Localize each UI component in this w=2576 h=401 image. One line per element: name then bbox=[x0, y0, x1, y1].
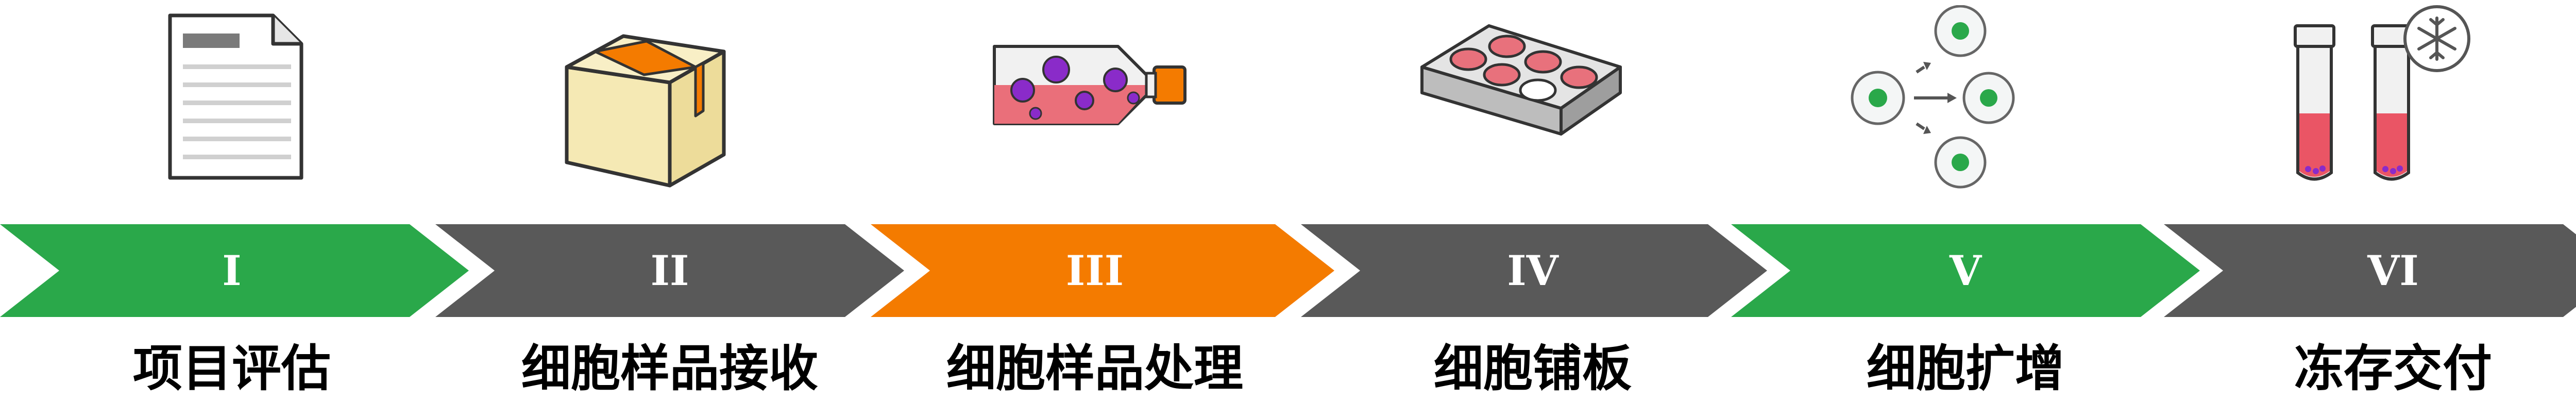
step-label: 冻存交付 bbox=[2294, 340, 2492, 397]
chevron-step-5 bbox=[1731, 224, 2200, 317]
step-label: 项目评估 bbox=[133, 340, 331, 397]
well-plate-icon bbox=[1406, 5, 1623, 211]
culture-flask-icon bbox=[979, 5, 1195, 211]
step-label: 细胞样品接收 bbox=[521, 340, 818, 397]
step-numeral: IV bbox=[1507, 246, 1559, 295]
cell-division-icon bbox=[1839, 5, 2056, 211]
chevron-step-2 bbox=[435, 224, 904, 317]
cryo-vials-snowflake-icon bbox=[2272, 5, 2488, 211]
step-numeral: VI bbox=[2367, 246, 2419, 295]
step-label: 细胞铺板 bbox=[1434, 340, 1632, 397]
document-icon bbox=[124, 5, 340, 211]
chevron-step-6 bbox=[2164, 224, 2576, 317]
chevron-step-1 bbox=[0, 224, 469, 317]
chevron-step-4 bbox=[1301, 224, 1767, 317]
package-box-icon bbox=[546, 5, 762, 211]
step-label: 细胞样品处理 bbox=[946, 340, 1243, 397]
step-numeral: III bbox=[1066, 246, 1124, 295]
step-label: 细胞扩增 bbox=[1867, 340, 2064, 397]
chevron-step-3 bbox=[871, 224, 1334, 317]
step-numeral: II bbox=[651, 246, 689, 295]
step-numeral: V bbox=[1949, 246, 1982, 295]
step-numeral: I bbox=[222, 246, 241, 295]
